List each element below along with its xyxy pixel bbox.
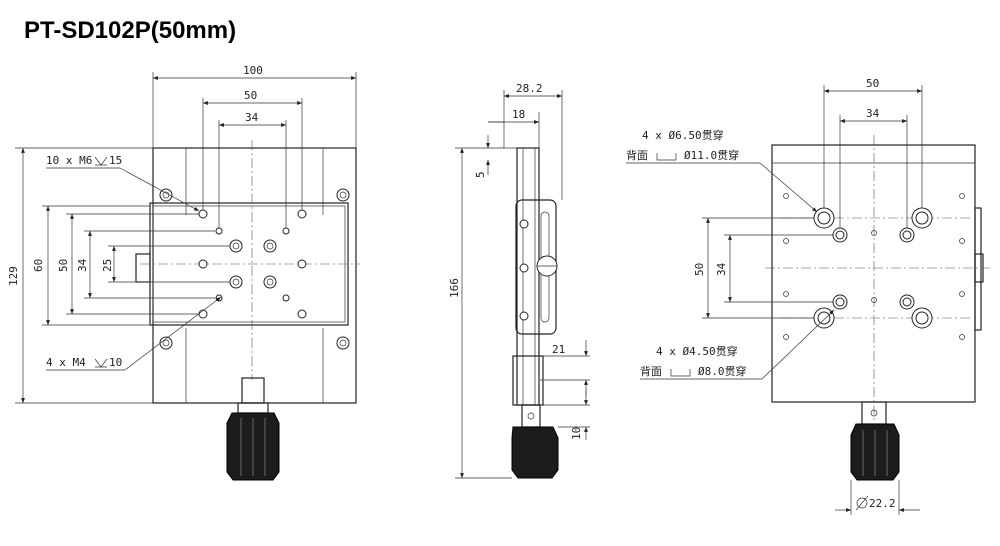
m6-hole-icons bbox=[198, 209, 307, 319]
dim-width-18: 18 bbox=[512, 108, 525, 121]
callout-counterbore-small-val: Ø8.0贯穿 bbox=[698, 364, 747, 378]
dim-width-34: 34 bbox=[866, 107, 880, 120]
counterbore-symbol-icon bbox=[670, 369, 691, 377]
diameter-symbol-icon bbox=[856, 497, 868, 509]
base-plate-outline bbox=[152, 147, 357, 404]
small-hole-icons bbox=[783, 193, 965, 340]
callout-m6-label: 10 x M6 bbox=[46, 154, 92, 167]
lock-tab bbox=[135, 253, 151, 283]
drawing-title: PT-SD102P(50mm) bbox=[24, 17, 236, 44]
callout-m6-depth: 15 bbox=[109, 154, 122, 167]
dim-height-10: 10 bbox=[570, 427, 583, 440]
depth-symbol-icon bbox=[94, 358, 108, 368]
dim-knob-diameter: 22.2 bbox=[869, 497, 896, 510]
through-hole-large-icons bbox=[813, 207, 933, 329]
depth-symbol-icon bbox=[94, 156, 108, 166]
dim-width-34: 34 bbox=[245, 111, 259, 124]
callout-counterbore-large: 背面 bbox=[626, 148, 648, 162]
side-body-outline bbox=[516, 147, 540, 406]
dim-height-34: 34 bbox=[715, 262, 728, 276]
callout-hole-large: 4 x Ø6.50贯穿 bbox=[642, 128, 724, 142]
dim-height-129: 129 bbox=[7, 266, 20, 286]
counterbore-symbol-icon bbox=[656, 153, 677, 161]
callout-m4-depth: 10 bbox=[109, 356, 122, 369]
callout-counterbore-large-val: Ø11.0贯穿 bbox=[684, 148, 739, 162]
bottom-base-outline bbox=[771, 144, 976, 403]
dim-height-5: 5 bbox=[474, 171, 487, 178]
dim-width-100: 100 bbox=[243, 64, 263, 77]
dim-height-34: 34 bbox=[76, 258, 89, 272]
dim-width-28-2: 28.2 bbox=[516, 82, 543, 95]
callout-m4-label: 4 x M4 bbox=[46, 356, 86, 369]
top-view: 100 50 34 129 60 50 34 25 bbox=[7, 64, 360, 481]
dim-width-50: 50 bbox=[244, 89, 257, 102]
dim-width-50: 50 bbox=[866, 77, 879, 90]
dim-height-166: 166 bbox=[448, 278, 461, 298]
dim-height-50: 50 bbox=[57, 259, 70, 272]
side-knob bbox=[511, 426, 559, 479]
side-view: 28.2 18 5 166 21 10 bbox=[448, 82, 590, 479]
dim-height-25: 25 bbox=[101, 259, 114, 272]
dim-height-60: 60 bbox=[32, 259, 45, 272]
bottom-view: 50 34 50 34 22.2 4 x Ø6.50贯穿 背面 Ø11.0贯穿 … bbox=[626, 77, 990, 515]
mounting-hole-icons bbox=[159, 188, 350, 350]
callout-hole-small: 4 x Ø4.50贯穿 bbox=[656, 344, 738, 358]
callout-counterbore-small: 背面 bbox=[640, 364, 662, 378]
dim-height-50: 50 bbox=[693, 263, 706, 276]
m4-hole-icons bbox=[215, 227, 290, 302]
through-hole-small-icons bbox=[832, 227, 915, 310]
dim-height-21: 21 bbox=[552, 343, 565, 356]
knob-neck bbox=[241, 377, 265, 404]
